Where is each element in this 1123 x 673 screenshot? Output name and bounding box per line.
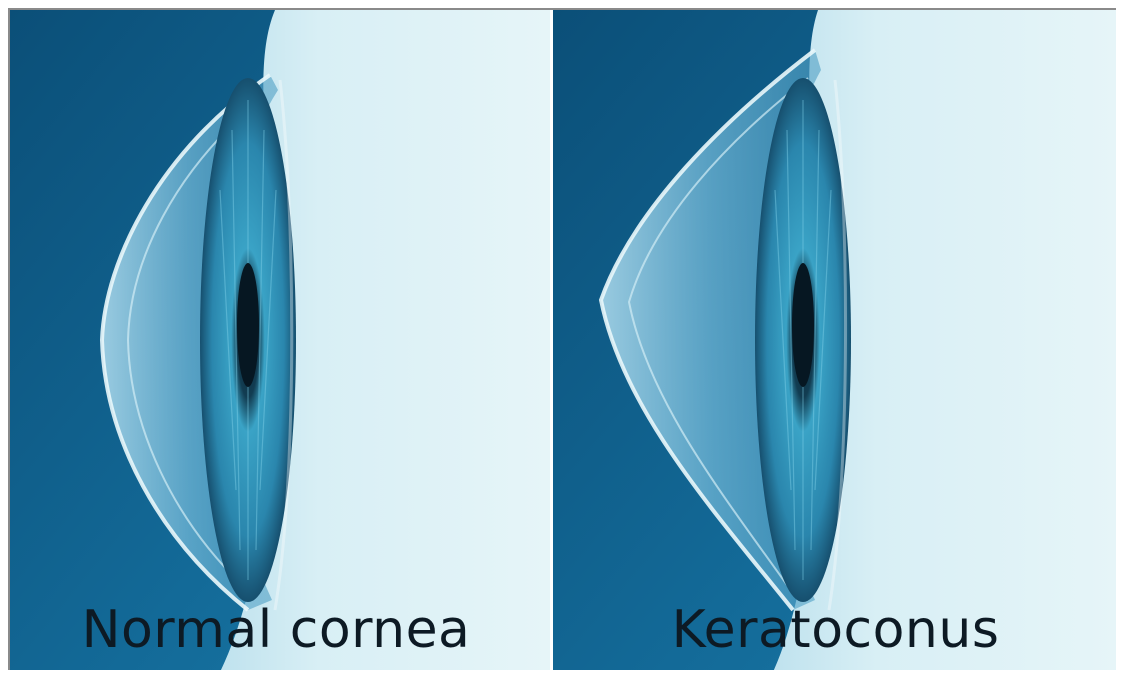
normal-cornea-panel: Normal cornea [10, 10, 550, 670]
illustration-frame: Normal cornea [8, 8, 1116, 670]
keratoconus-eye-illustration [553, 10, 1116, 670]
keratoconus-panel: Keratoconus [553, 10, 1116, 670]
keratoconus-caption: Keratoconus [553, 600, 1116, 660]
normal-cornea-caption: Normal cornea [10, 600, 546, 660]
normal-eye-illustration [10, 10, 550, 670]
